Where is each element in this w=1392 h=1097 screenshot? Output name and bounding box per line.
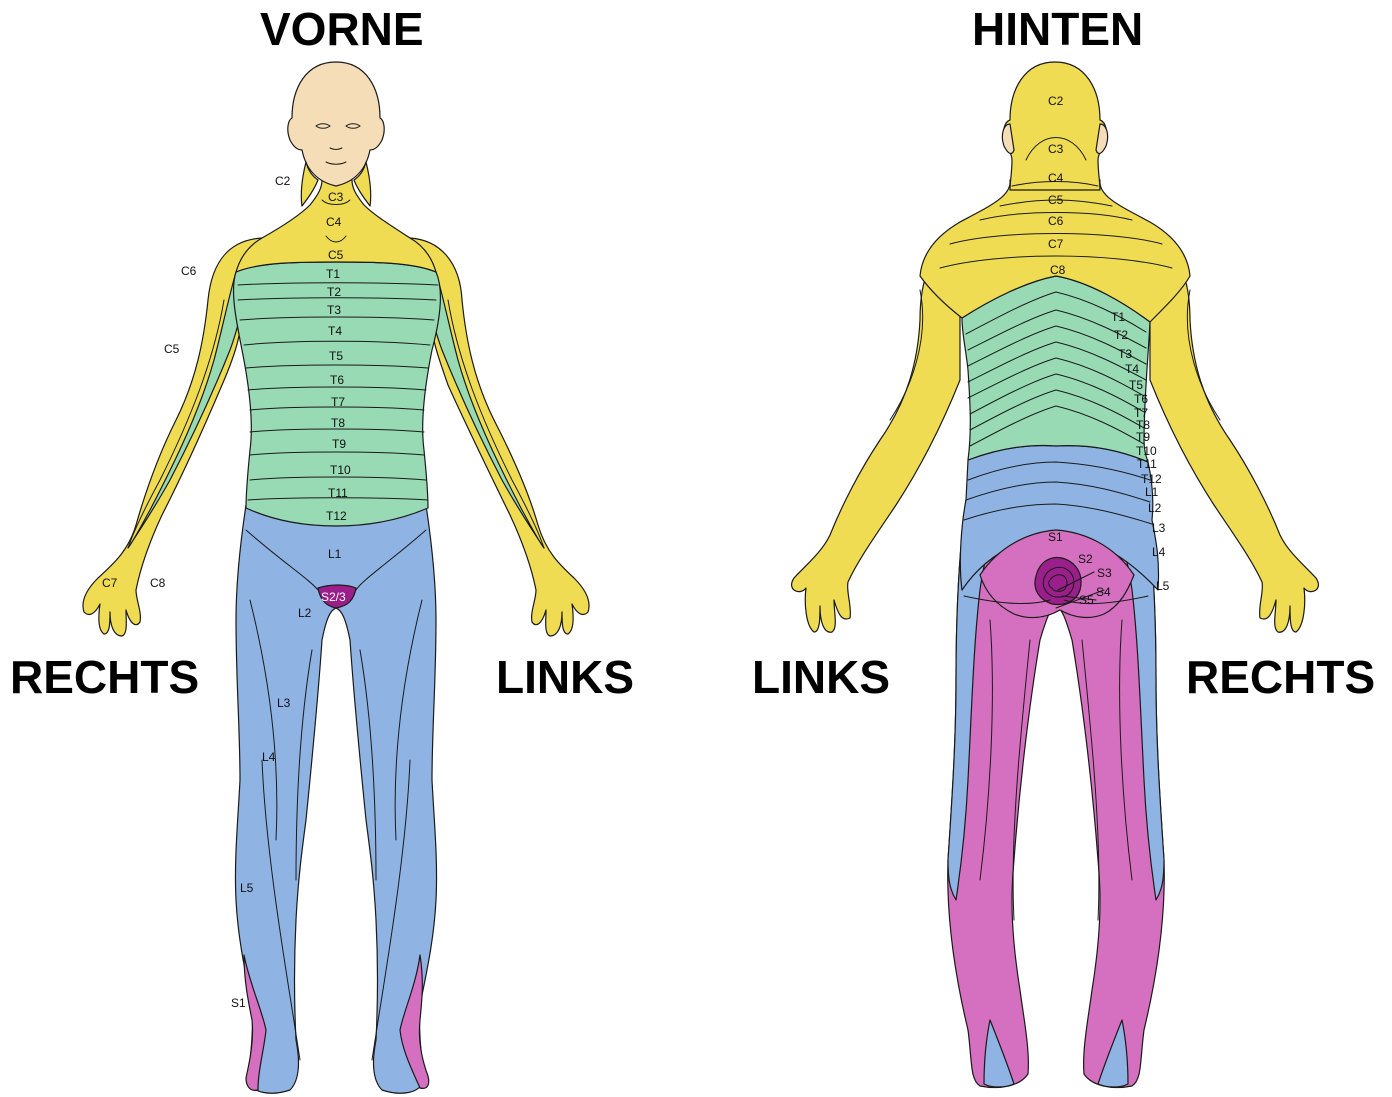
back-label-c3: C3 <box>1048 142 1064 156</box>
back-label-t4: T4 <box>1125 362 1139 376</box>
front-label-l3: L3 <box>277 696 291 710</box>
front-label-l5: L5 <box>240 881 254 895</box>
front-label-t4: T4 <box>328 324 342 338</box>
back-label-c6: C6 <box>1048 214 1064 228</box>
front-label-l2: L2 <box>298 606 312 620</box>
front-label-t9: T9 <box>332 437 346 451</box>
front-label-t6: T6 <box>330 373 344 387</box>
back-label-t12: T12 <box>1141 472 1162 486</box>
back-label-t10: T10 <box>1136 444 1157 458</box>
front-label-t12: T12 <box>326 509 347 523</box>
front-label-l1: L1 <box>328 547 342 561</box>
front-label-t10: T10 <box>330 463 351 477</box>
back-label-l5: L5 <box>1156 579 1170 593</box>
back-label-l2: L2 <box>1148 501 1162 515</box>
front-label-c4: C4 <box>326 215 342 229</box>
front-label-t3: T3 <box>327 303 341 317</box>
back-label-s1: S1 <box>1048 530 1063 544</box>
front-label-t1: T1 <box>326 267 340 281</box>
front-label-t5: T5 <box>329 349 343 363</box>
back-label-c5: C5 <box>1048 193 1064 207</box>
back-label-l1: L1 <box>1145 485 1159 499</box>
back-label-c8: C8 <box>1050 263 1066 277</box>
front-label-c5-arm: C5 <box>164 342 180 356</box>
front-label-t8: T8 <box>331 416 345 430</box>
back-label-t1: T1 <box>1111 310 1125 324</box>
front-label-c2: C2 <box>275 174 291 188</box>
front-label-c6: C6 <box>181 264 197 278</box>
back-label-l4: L4 <box>1152 545 1166 559</box>
back-label-t2: T2 <box>1114 328 1128 342</box>
front-label-s1: S1 <box>231 996 246 1010</box>
back-label-t3: T3 <box>1118 347 1132 361</box>
front-label-t7: T7 <box>331 395 345 409</box>
front-label-c3: C3 <box>328 190 344 204</box>
back-label-t9: T9 <box>1136 430 1150 444</box>
front-label-t2: T2 <box>327 285 341 299</box>
back-label-t5: T5 <box>1129 378 1143 392</box>
back-label-s3: S3 <box>1097 566 1112 580</box>
front-label-c8: C8 <box>150 576 166 590</box>
back-thoracic-region <box>962 276 1150 462</box>
back-label-s2: S2 <box>1078 552 1093 566</box>
front-label-t11: T11 <box>328 486 348 500</box>
front-label-c5: C5 <box>328 248 344 262</box>
back-label-l3: L3 <box>1152 521 1166 535</box>
back-label-s4: S4 <box>1096 585 1111 599</box>
front-label-s23: S2/3 <box>321 590 346 604</box>
back-label-c4: C4 <box>1048 171 1064 185</box>
back-label-t11: T11 <box>1137 457 1157 471</box>
back-label-s5: S5 <box>1079 593 1094 607</box>
back-right-arm <box>1150 240 1318 632</box>
front-label-l4: L4 <box>262 750 276 764</box>
back-label-t6: T6 <box>1134 392 1148 406</box>
back-left-arm <box>792 240 960 632</box>
back-label-c2: C2 <box>1048 94 1064 108</box>
front-label-c7: C7 <box>102 576 118 590</box>
back-label-c7: C7 <box>1048 237 1064 251</box>
front-head <box>288 62 384 186</box>
